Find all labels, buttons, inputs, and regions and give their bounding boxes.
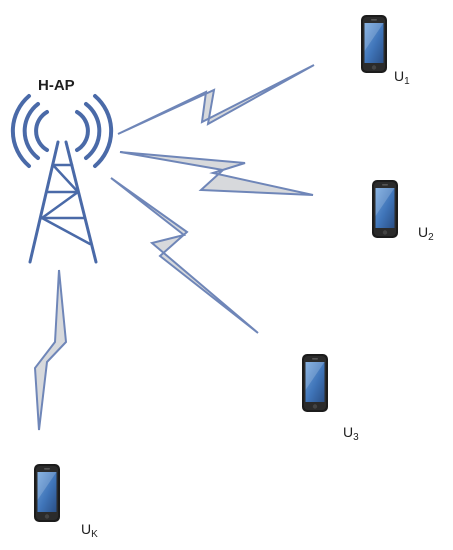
link-to-u3 — [110, 177, 259, 334]
access-point-label: H-AP — [38, 77, 75, 94]
user-label-u2: U2 — [418, 224, 434, 243]
link-to-uk — [33, 269, 68, 431]
user-label-u3: U3 — [343, 424, 359, 443]
link-to-u2 — [119, 151, 314, 196]
smartphone-icon — [372, 180, 398, 238]
antenna-tower-icon — [10, 94, 114, 264]
link-to-u1 — [117, 64, 315, 135]
user-label-uk: UK — [81, 521, 98, 540]
smartphone-icon — [34, 464, 60, 522]
smartphone-icon — [302, 354, 328, 412]
smartphone-icon — [361, 15, 387, 73]
user-label-u1: U1 — [394, 68, 410, 87]
